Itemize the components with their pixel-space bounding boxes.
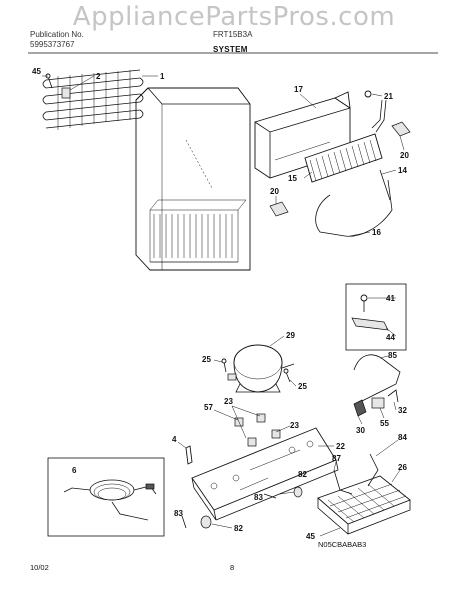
callout-29: 29: [286, 331, 295, 340]
callout-4: 4: [172, 435, 177, 444]
callout-16: 16: [372, 228, 381, 237]
relay-icon: [353, 399, 367, 417]
callout-23b: 23: [290, 421, 299, 430]
callout-20a: 20: [400, 151, 409, 160]
insulator-20b-icon: [391, 121, 411, 137]
footer-date: 10/02: [30, 563, 49, 572]
overload-icon: [371, 397, 385, 409]
callout-82b: 82: [234, 524, 243, 533]
compressor-icon: [227, 344, 295, 393]
grommet-82b-icon: [200, 515, 212, 529]
publication-label: Publication No.: [30, 30, 84, 39]
callout-2: 2: [96, 72, 101, 81]
callout-32: 32: [398, 406, 407, 415]
callout-17: 17: [294, 85, 303, 94]
callout-82a: 82: [298, 470, 307, 479]
pin-4-icon: [185, 445, 193, 465]
callout-87: 87: [332, 454, 341, 463]
callout-25b: 25: [298, 382, 307, 391]
grommets-icon: [234, 413, 281, 447]
wiring-harness-inset-icon: [47, 457, 165, 537]
screw-clip-inset-icon: [345, 283, 407, 351]
screw-25a-icon: [221, 358, 227, 373]
insulator-20a-icon: [269, 201, 289, 217]
callout-20b: 20: [270, 187, 279, 196]
callout-15: 15: [288, 174, 297, 183]
condenser-coil-icon: [42, 69, 144, 130]
callout-25a: 25: [202, 355, 211, 364]
callout-30: 30: [356, 426, 365, 435]
refrigerant-line-85-icon: [353, 354, 401, 403]
defrost-heater-icon: [315, 169, 393, 237]
callout-21: 21: [384, 92, 393, 101]
bracket-2-icon: [61, 87, 71, 99]
callout-57: 57: [204, 403, 213, 412]
callout-23a: 23: [224, 397, 233, 406]
callout-1: 1: [160, 72, 165, 81]
callout-6: 6: [72, 466, 77, 475]
screw-25b-icon: [283, 368, 291, 383]
screw-83a-icon: [263, 493, 277, 499]
callout-83a: 83: [254, 493, 263, 502]
callout-85: 85: [388, 351, 397, 360]
drain-pan-icon: [317, 475, 411, 535]
refrigerator-cabinet-icon: [135, 87, 251, 271]
model-number: FRT15B3A: [213, 30, 253, 39]
callout-44: 44: [386, 333, 395, 342]
callout-55: 55: [380, 419, 389, 428]
screw-83b-icon: [181, 515, 187, 529]
callout-26: 26: [398, 463, 407, 472]
figure-code: N05CBABAB3: [318, 540, 367, 549]
page-number: 8: [230, 563, 235, 572]
callout-14: 14: [398, 166, 407, 175]
callout-22: 22: [336, 442, 345, 451]
callout-41: 41: [386, 294, 395, 303]
callout-45a: 45: [32, 67, 41, 76]
compressor-base-plate-icon: [191, 427, 339, 521]
callout-84: 84: [398, 433, 407, 442]
drain-tube-icon: [333, 453, 379, 495]
publication-number: 5995373767: [30, 40, 75, 49]
callout-45b: 45: [306, 532, 315, 541]
section-title: SYSTEM: [213, 45, 248, 54]
grommet-82a-icon: [293, 486, 303, 498]
leader-lines: [42, 75, 405, 537]
clip-32-icon: [387, 389, 399, 403]
callout-83b: 83: [174, 509, 183, 518]
